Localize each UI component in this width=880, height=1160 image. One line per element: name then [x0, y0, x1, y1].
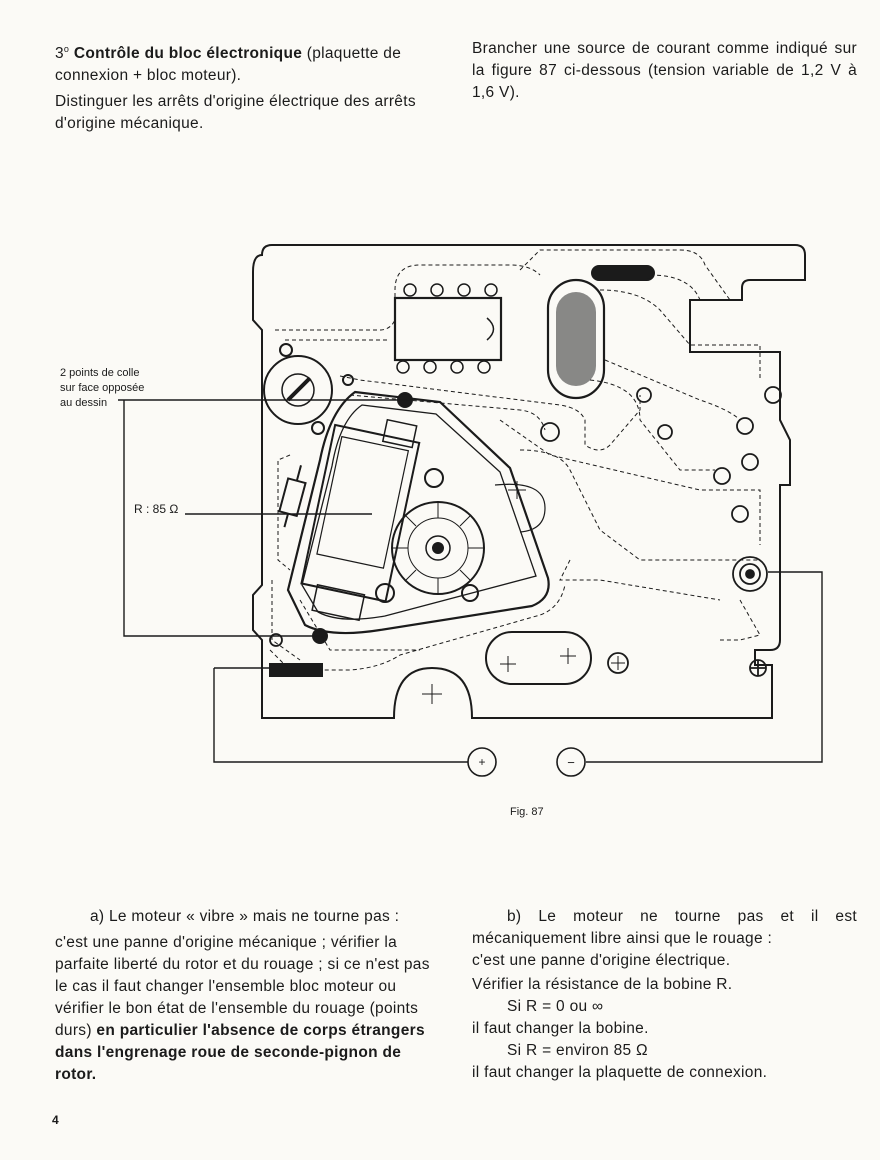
case-a-block: a) Le moteur « vibre » mais ne tourne pa… [55, 906, 440, 1086]
capacitor [546, 278, 606, 400]
section-intro-text: Distinguer les arrêts d'origine électriq… [55, 93, 416, 133]
circuit-board-figure: + − [118, 244, 823, 777]
glue-line-v [123, 400, 320, 637]
case-b-line: Vérifier la résistance de la bobine R. [472, 976, 733, 993]
trimmer [263, 355, 333, 425]
page-number: 4 [52, 1113, 59, 1127]
case-a-body: c'est une panne d'origine mécanique ; vé… [55, 934, 430, 1083]
coil-block [300, 418, 421, 622]
case-b-line: c'est une panne d'origine électrique. [472, 952, 731, 969]
wire-minus [586, 571, 823, 763]
case-b-line: il faut changer la plaquette de connexio… [472, 1064, 768, 1081]
motor-housing [286, 390, 550, 635]
section-intro-right: Brancher une source de courant comme ind… [472, 40, 857, 101]
section-heading-bold: Contrôle du bloc électronique [73, 45, 303, 63]
glue-note-line: 2 points de colle [60, 367, 140, 379]
case-a-heading: a) Le moteur « vibre » mais ne tourne pa… [90, 908, 400, 925]
resistor-label: R : 85 Ω [134, 502, 179, 516]
minus-terminal: − [567, 755, 575, 770]
case-a-bold: en particulier l'absence de corps étrang… [55, 1022, 425, 1083]
figure-caption: Fig. 87 [510, 806, 544, 818]
section-intro-left: 3o Contrôle du bloc électronique (plaque… [55, 38, 440, 135]
ic-chip [393, 296, 503, 362]
case-b-heading: b) Le moteur ne tourne pas et il est méc… [472, 908, 857, 947]
glue-note-line: au dessin [60, 397, 108, 409]
section-heading-line: 3o Contrôle du bloc électronique (plaque… [55, 44, 402, 85]
plus-terminal: + [478, 755, 485, 769]
case-b-line: Si R = environ 85 Ω [507, 1042, 648, 1059]
case-b-block: b) Le moteur ne tourne pas et il est méc… [472, 906, 857, 1084]
case-b-line: Si R = 0 ou ∞ [507, 998, 604, 1015]
glue-note: 2 points de colle sur face opposée au de… [60, 366, 180, 411]
board-outline [252, 244, 806, 719]
wire-plus [213, 668, 468, 763]
glue-note-line: sur face opposée [60, 382, 145, 394]
case-b-line: il faut changer la bobine. [472, 1020, 649, 1037]
